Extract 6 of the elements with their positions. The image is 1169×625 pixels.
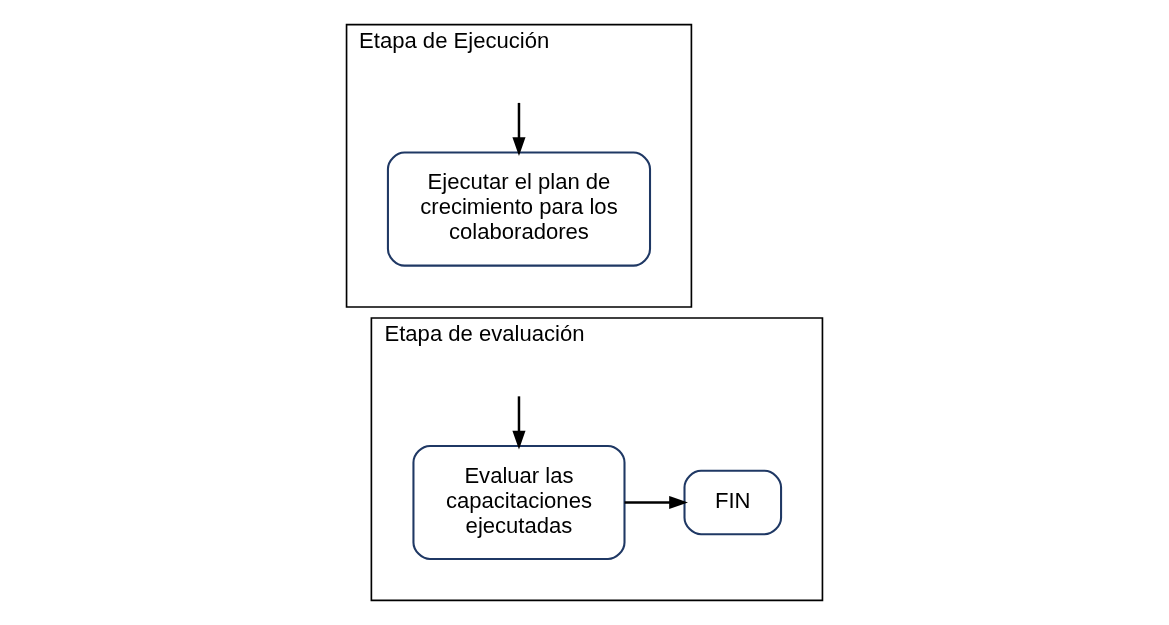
arrow — [512, 396, 526, 450]
arrow — [512, 102, 526, 156]
node-box: FIN — [683, 469, 783, 536]
node-box: Evaluar las capacitaciones ejecutadas — [412, 444, 626, 561]
node-box: Ejecutar el plan de crecimiento para los colaboradores — [386, 151, 652, 267]
arrow — [624, 495, 688, 510]
